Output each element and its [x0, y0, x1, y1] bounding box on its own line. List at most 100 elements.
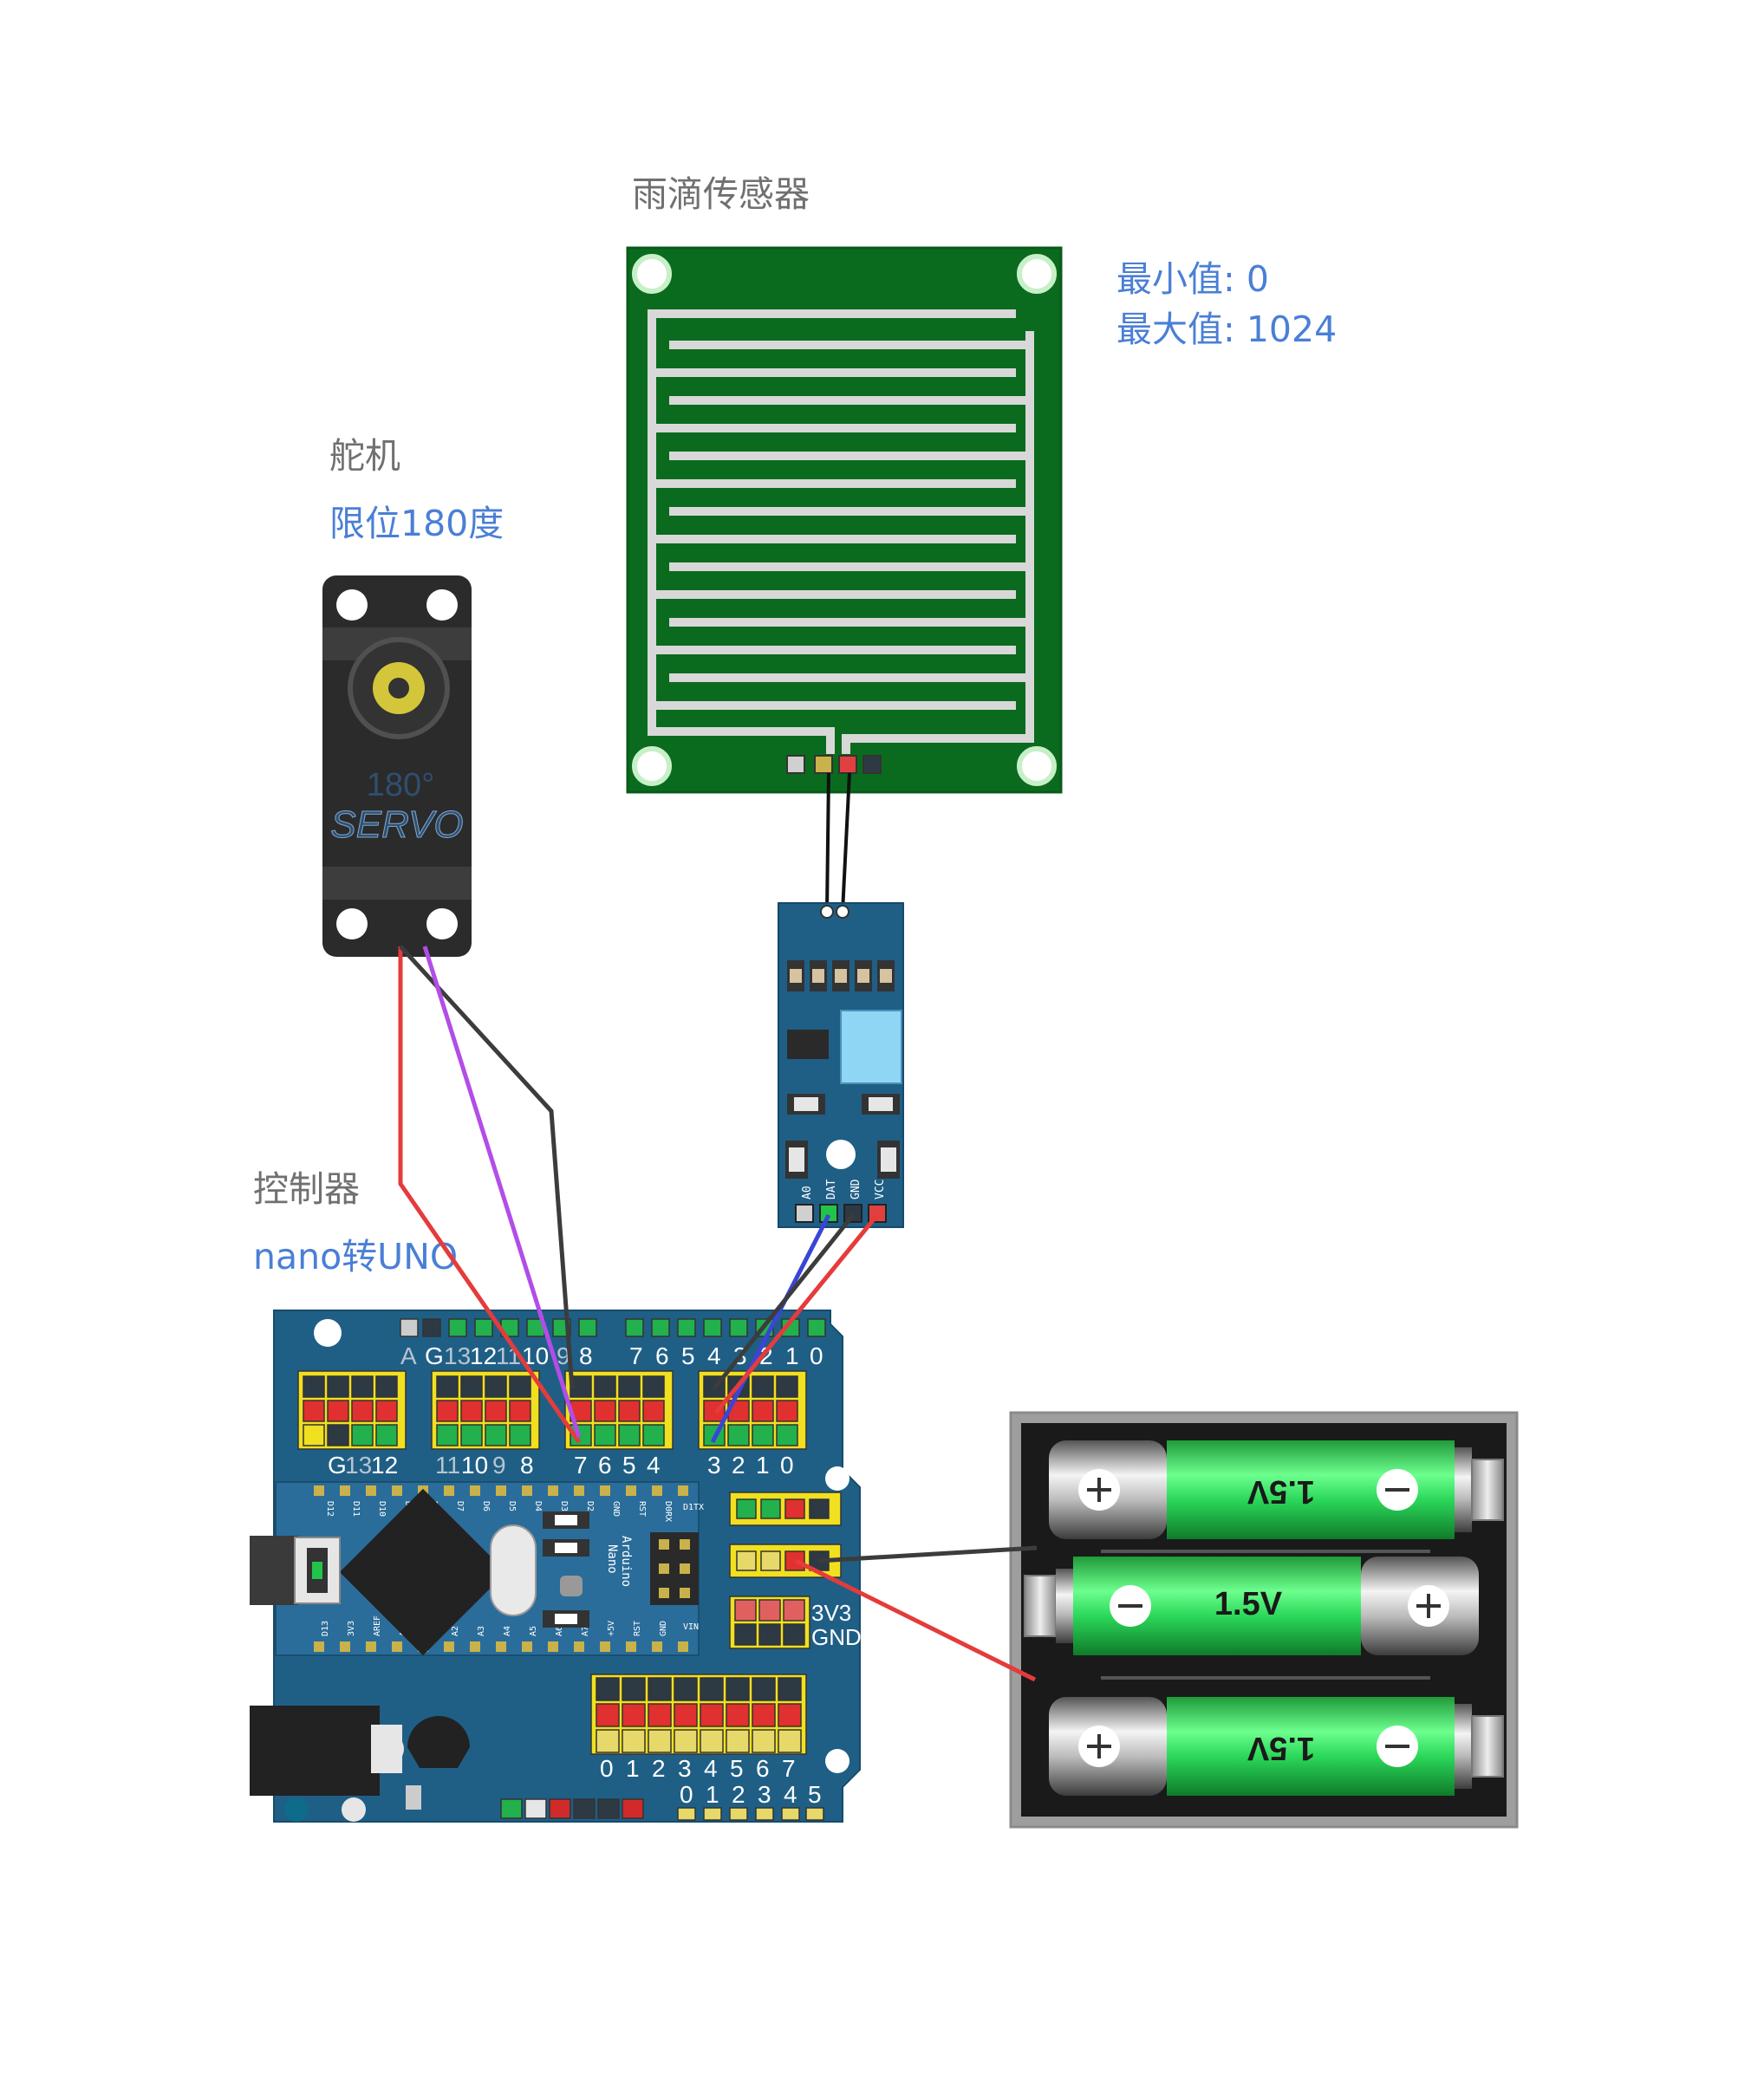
servo-limit-label: 限位180度 — [329, 503, 504, 544]
svg-text:7: 7 — [629, 1342, 643, 1369]
servo-vcc-wire — [398, 946, 582, 1444]
dc-power-jack-icon — [250, 1706, 404, 1796]
servo-header-block-4 — [698, 1370, 807, 1450]
servo-header-block-3 — [564, 1370, 674, 1450]
sensor-min-value: 最小值: 0 — [1116, 258, 1269, 300]
servo-header-labels: G 13 12 11 10 9 8 7 6 5 4 3 2 1 0 — [328, 1452, 794, 1479]
svg-text:D3: D3 — [559, 1501, 569, 1511]
servo-gnd-wire — [399, 945, 575, 1389]
svg-text:1: 1 — [626, 1755, 640, 1782]
svg-text:6: 6 — [756, 1755, 770, 1782]
svg-text:AREF: AREF — [373, 1615, 382, 1636]
usb-connector-icon — [250, 1536, 341, 1605]
svg-text:12: 12 — [371, 1452, 398, 1479]
svg-text:GND: GND — [611, 1501, 621, 1517]
rain-sensor-board — [626, 246, 1063, 794]
controller-title: 控制器 — [253, 1168, 360, 1210]
sensor-comb-traces — [648, 309, 1034, 754]
battery-cell-2: 1.5V — [1024, 1557, 1479, 1655]
svg-text:5: 5 — [808, 1781, 822, 1808]
battery-cell-3-voltage: 1.5V — [1247, 1730, 1315, 1766]
svg-text:GND: GND — [849, 1179, 862, 1199]
svg-text:6: 6 — [655, 1342, 669, 1369]
sensor-mount-holes — [632, 254, 1057, 786]
sensor-comparator-module: A0 DAT GND VCC — [778, 902, 904, 1228]
module-pin-labels: A0 DAT GND VCC — [801, 1179, 887, 1199]
svg-text:8: 8 — [579, 1342, 593, 1369]
battery-pack: 1.5V 1.5V 1.5V — [1009, 1411, 1519, 1829]
svg-text:3: 3 — [758, 1781, 771, 1808]
svg-text:A7: A7 — [581, 1626, 590, 1636]
svg-text:12: 12 — [470, 1342, 497, 1369]
svg-text:D7: D7 — [455, 1501, 465, 1511]
battery-cell-1-voltage: 1.5V — [1247, 1473, 1315, 1510]
svg-text:0: 0 — [600, 1755, 614, 1782]
svg-text:+5V: +5V — [607, 1621, 616, 1636]
svg-text:A0: A0 — [801, 1186, 814, 1199]
svg-text:4: 4 — [707, 1342, 721, 1369]
svg-text:4: 4 — [784, 1781, 797, 1808]
svg-text:2: 2 — [732, 1452, 745, 1479]
nano-crystal-icon — [490, 1524, 537, 1616]
svg-text:0: 0 — [780, 1452, 794, 1479]
nano-icsp-header — [650, 1532, 699, 1605]
nano-uno-shield-board: A G 13 12 11 10 9 8 7 6 5 4 3 2 1 0 — [250, 1310, 862, 1823]
svg-text:7: 7 — [574, 1452, 588, 1479]
svg-text:D13: D13 — [321, 1621, 330, 1636]
servo-signal-wire — [422, 946, 582, 1438]
svg-text:1: 1 — [785, 1342, 799, 1369]
svg-text:3: 3 — [707, 1452, 721, 1479]
nano-mcu-chip-icon — [339, 1488, 507, 1656]
svg-text:G: G — [328, 1452, 347, 1479]
shield-3v3-header — [729, 1596, 810, 1649]
nano-name-text: Arduino Nano — [605, 1536, 633, 1587]
nano-bottom-pins — [314, 1641, 688, 1652]
analog-header-block — [590, 1674, 807, 1755]
svg-text:VIN: VIN — [683, 1622, 699, 1632]
svg-text:D5: D5 — [507, 1501, 517, 1511]
svg-text:A5: A5 — [529, 1626, 538, 1636]
battery-cell-1: 1.5V — [1049, 1440, 1504, 1539]
sensor-board-pins — [786, 755, 882, 774]
servo-title: 舵机 — [329, 435, 400, 477]
svg-text:RST: RST — [633, 1621, 642, 1636]
svg-text:G: G — [425, 1342, 444, 1369]
label-gnd: GND — [811, 1624, 862, 1650]
svg-text:13: 13 — [444, 1342, 471, 1369]
svg-text:3: 3 — [678, 1755, 692, 1782]
svg-text:3V3: 3V3 — [347, 1621, 356, 1636]
svg-text:D10: D10 — [377, 1501, 387, 1517]
battery-gnd-wire — [817, 1545, 1038, 1563]
svg-text:D4: D4 — [533, 1501, 543, 1511]
svg-text:5: 5 — [681, 1342, 695, 1369]
servo-motor: 180° SERVO — [322, 575, 472, 957]
nano-top-pins — [314, 1485, 688, 1496]
svg-text:Nano: Nano — [605, 1544, 619, 1574]
nano-reset-button — [560, 1576, 583, 1596]
svg-text:D11: D11 — [351, 1501, 361, 1517]
module-leds — [785, 1094, 900, 1179]
sensor-max-value: 最大值: 1024 — [1116, 309, 1338, 350]
svg-text:2: 2 — [732, 1781, 745, 1808]
shield-uart-header-1 — [729, 1492, 842, 1526]
svg-text:2: 2 — [652, 1755, 666, 1782]
battery-separators — [1101, 1550, 1430, 1680]
servo-angle-text: 180° — [367, 767, 435, 803]
potentiometer-icon — [840, 1010, 902, 1084]
wires — [398, 945, 1038, 1682]
shield-bottom-pins — [500, 1798, 644, 1819]
battery-vcc-wire — [794, 1558, 1037, 1682]
nano-leds — [543, 1511, 589, 1628]
module-pins — [795, 1204, 887, 1223]
comparator-chip-icon — [787, 1030, 829, 1059]
svg-text:9: 9 — [557, 1342, 570, 1369]
svg-text:GND: GND — [659, 1621, 668, 1636]
sensor-gnd-wire — [713, 1213, 855, 1390]
battery-cell-3: 1.5V — [1049, 1697, 1504, 1796]
svg-text:6: 6 — [598, 1452, 612, 1479]
battery-cell-2-voltage: 1.5V — [1214, 1586, 1283, 1622]
svg-text:9: 9 — [492, 1452, 506, 1479]
shield-mount-holes — [314, 1319, 849, 1773]
